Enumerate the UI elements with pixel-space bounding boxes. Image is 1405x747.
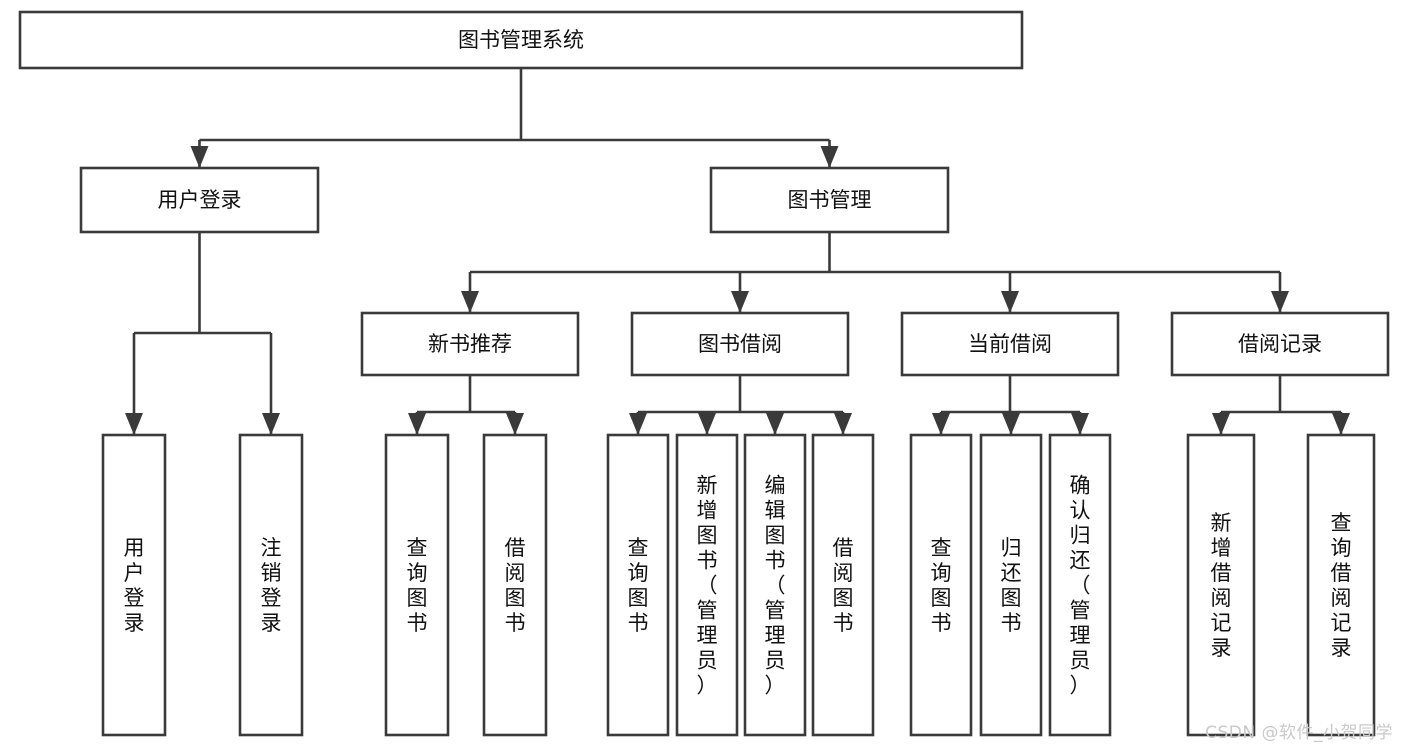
arrow-to-leaf-confirm-return [1071,413,1089,435]
node-leaf-user-login[interactable] [101,433,167,737]
node-label-layer: 图书管理系统用户登录图书管理新书推荐图书借阅当前借阅借阅记录用户登录注销登录查询… [124,28,1352,698]
node-book-borrow-label: 图书借阅 [698,332,782,356]
arrow-to-leaf-user-login [125,413,143,435]
node-leaf-user-login-label: 用户登录 [124,536,145,635]
node-leaf-query-book-2[interactable] [606,433,670,737]
node-leaf-query-record[interactable] [1306,433,1376,737]
node-user-login-label: 用户登录 [158,188,242,212]
node-leaf-borrow-book-2-label: 借阅图书 [833,536,854,635]
arrow-to-borrow-record [1271,291,1289,313]
arrow-to-book-borrow [731,291,749,313]
node-box-layer [18,10,1390,737]
node-new-book-recommend[interactable] [360,311,580,377]
node-leaf-confirm-return-label: 确认归还（管理员） [1070,474,1091,698]
node-leaf-borrow-book-1[interactable] [482,433,548,737]
node-book-manage[interactable] [709,166,950,234]
node-book-manage-label: 图书管理 [788,188,872,212]
arrow-to-user-login [190,146,209,168]
arrow-to-new-book-recommend [461,291,479,313]
node-leaf-user-logout[interactable] [238,433,304,737]
node-borrow-record-label: 借阅记录 [1238,332,1322,356]
arrow-to-leaf-query-book-1 [408,413,426,435]
node-leaf-edit-book[interactable] [743,433,807,737]
node-user-login[interactable] [79,166,320,234]
arrow-to-leaf-borrow-book-2 [834,413,852,435]
node-borrow-record[interactable] [1170,311,1390,377]
node-book-borrow[interactable] [630,311,850,377]
node-leaf-return-book[interactable] [979,433,1043,737]
node-new-book-recommend-label: 新书推荐 [428,332,512,356]
arrow-to-leaf-add-record [1212,413,1230,435]
node-leaf-add-book[interactable] [675,433,739,737]
node-current-borrow-label: 当前借阅 [968,332,1052,356]
arrow-to-leaf-user-logout [262,413,280,435]
node-leaf-add-record[interactable] [1186,433,1256,737]
arrow-to-leaf-return-book [1002,413,1020,435]
node-current-borrow[interactable] [900,311,1120,377]
node-leaf-query-book-3-label: 查询图书 [931,536,952,635]
arrow-to-leaf-query-book-3 [932,413,950,435]
node-leaf-confirm-return[interactable] [1048,433,1112,737]
node-leaf-query-book-3[interactable] [909,433,973,737]
connector-layer [125,68,1350,435]
node-leaf-query-book-1-label: 查询图书 [407,536,428,635]
node-leaf-add-book-label: 新增图书（管理员） [697,474,718,698]
node-root[interactable] [18,10,1024,70]
arrow-to-book-manage [820,146,839,168]
arrow-to-leaf-borrow-book-1 [506,413,524,435]
arrow-to-leaf-add-book [698,413,716,435]
node-leaf-borrow-book-1-label: 借阅图书 [505,536,526,635]
node-leaf-user-logout-label: 注销登录 [261,536,282,635]
arrow-to-leaf-query-book-2 [629,413,647,435]
arrow-to-leaf-edit-book [766,413,784,435]
node-leaf-borrow-book-2[interactable] [811,433,875,737]
arrow-to-leaf-query-record [1332,413,1350,435]
node-leaf-query-book-2-label: 查询图书 [628,536,649,635]
node-root-label: 图书管理系统 [458,28,584,52]
node-leaf-query-book-1[interactable] [384,433,450,737]
node-leaf-query-record-label: 查询借阅记录 [1331,511,1352,660]
node-leaf-add-record-label: 新增借阅记录 [1211,511,1232,660]
arrow-to-current-borrow [1001,291,1019,313]
node-leaf-return-book-label: 归还图书 [1001,536,1022,635]
node-leaf-edit-book-label: 编辑图书（管理员） [765,474,786,698]
